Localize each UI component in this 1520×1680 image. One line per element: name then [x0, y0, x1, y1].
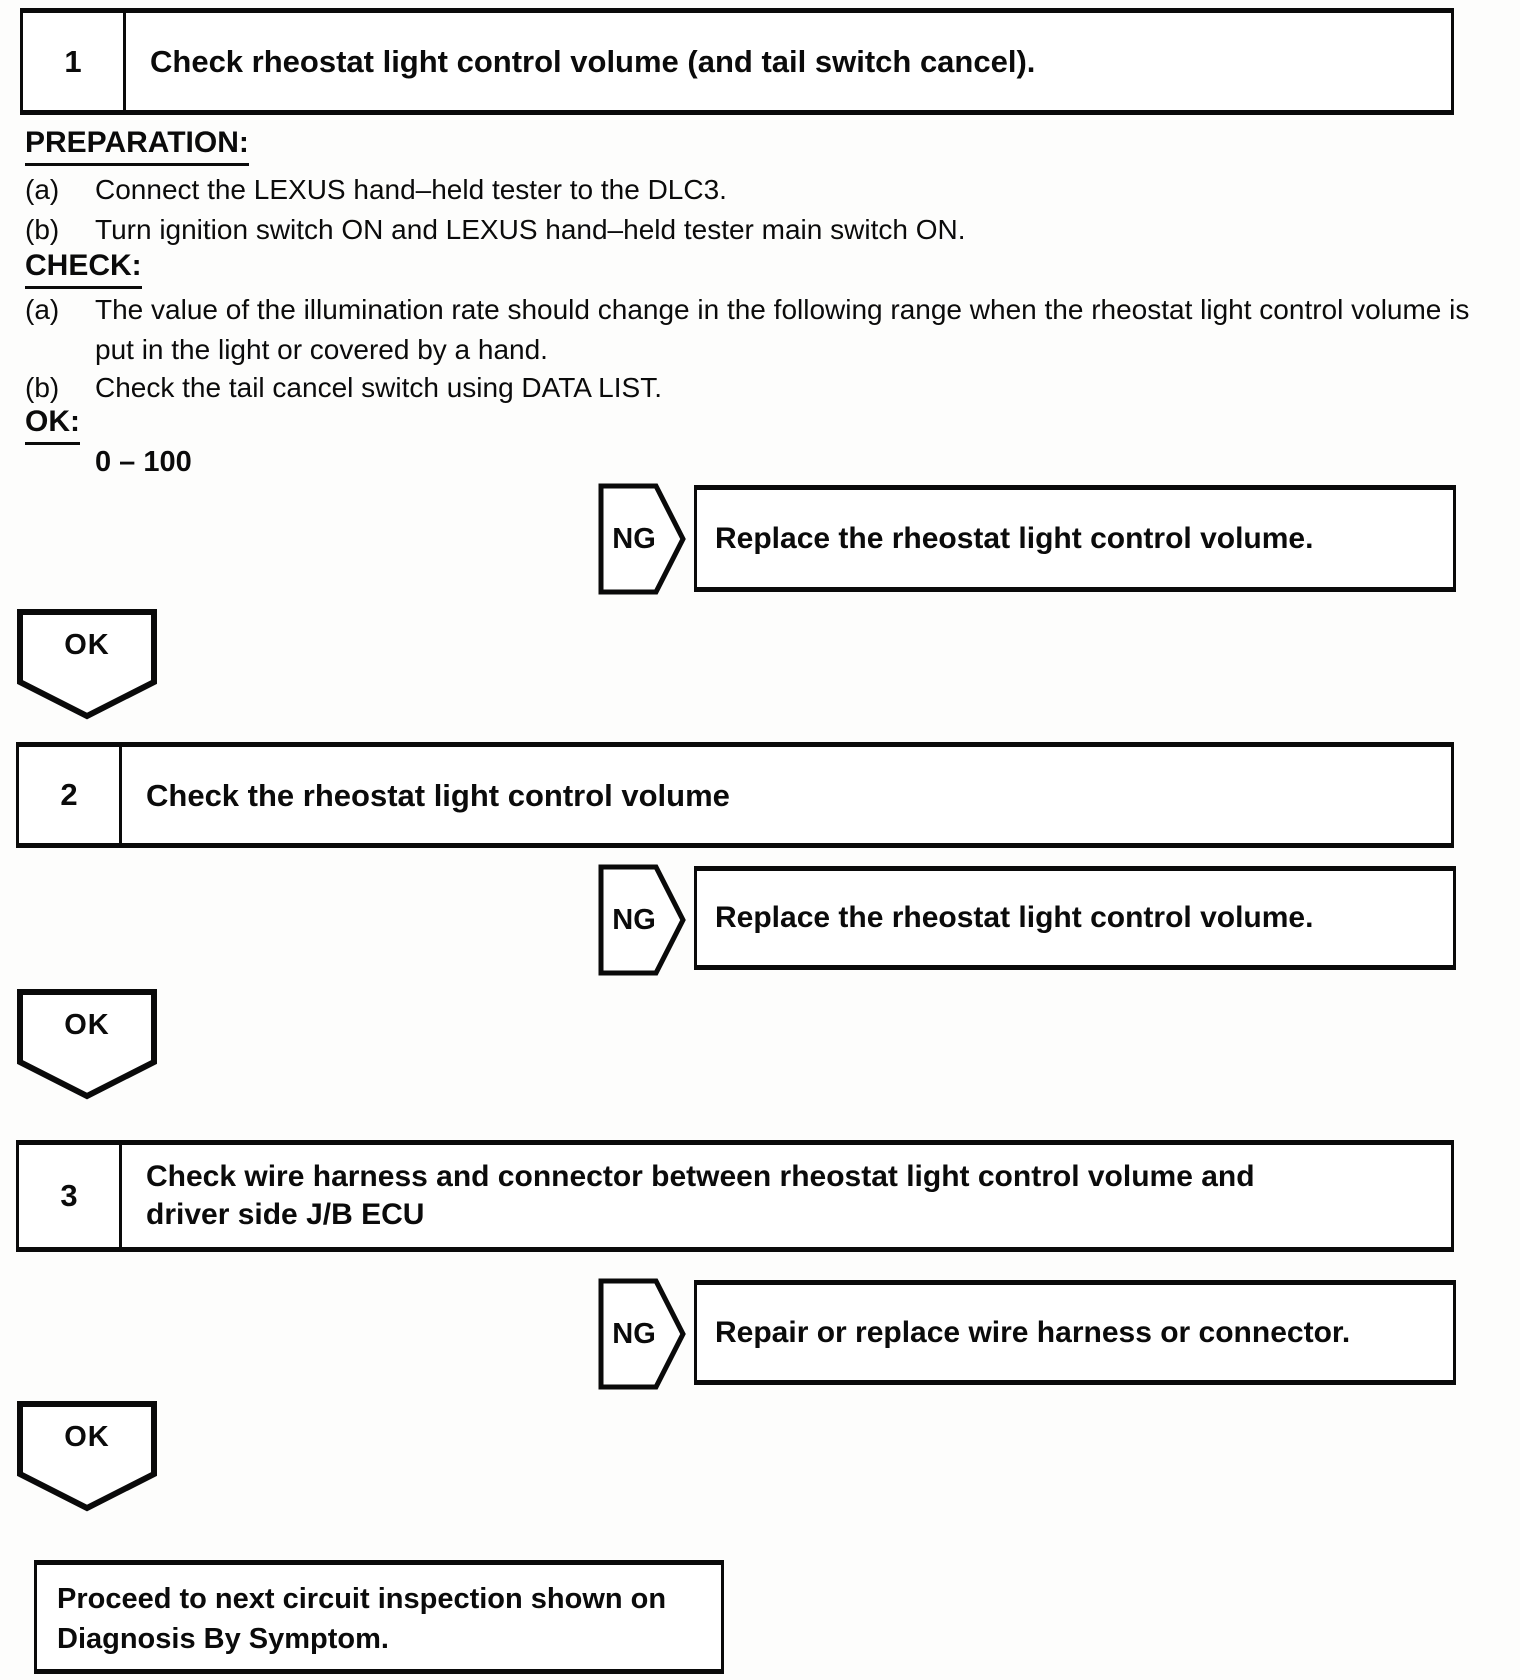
step-3-title: Check wire harness and connector between…	[122, 1145, 1362, 1247]
ok-arrow-icon	[17, 609, 157, 720]
ok-spec-value: 0 – 100	[95, 446, 192, 478]
step-2-title: Check the rheostat light control volume	[122, 747, 746, 843]
ng-branch-1-label: NG	[612, 522, 656, 555]
ok-connector-3: OK	[16, 1400, 158, 1512]
ok-connector-1-label: OK	[64, 628, 110, 661]
preparation-item-a-text: Connect the LEXUS hand–held tester to th…	[95, 174, 727, 205]
check-item-a: (a) The value of the illumination rate s…	[25, 290, 1480, 370]
ng-branch-3-action-text: Repair or replace wire harness or connec…	[715, 1315, 1351, 1349]
step-3-number: 3	[19, 1145, 122, 1247]
preparation-heading-text: PREPARATION:	[25, 126, 249, 166]
preparation-item-a: (a) Connect the LEXUS hand–held tester t…	[25, 170, 1425, 210]
ng-branch-1-action-text: Replace the rheostat light control volum…	[715, 521, 1314, 555]
check-item-a-label: (a)	[25, 294, 60, 325]
preparation-item-a-label: (a)	[25, 174, 60, 205]
check-item-b-label: (b)	[25, 372, 60, 403]
step-3-title-text: Check wire harness and connector between…	[146, 1160, 1255, 1231]
preparation-heading: PREPARATION:	[25, 126, 249, 166]
ok-connector-1: OK	[16, 608, 158, 720]
ok-arrow-icon	[17, 1401, 157, 1512]
ng-branch-3-label: NG	[612, 1317, 656, 1350]
check-heading-text: CHECK:	[25, 249, 142, 289]
ng-branch-2-action-text: Replace the rheostat light control volum…	[715, 901, 1314, 934]
ng-branch-3-arrow: NG	[598, 1278, 686, 1390]
check-item-b: (b) Check the tail cancel switch using D…	[25, 368, 1425, 408]
step-1-number: 1	[23, 13, 126, 110]
ng-branch-2-action: Replace the rheostat light control volum…	[694, 866, 1456, 970]
ng-branch-1-action: Replace the rheostat light control volum…	[694, 485, 1456, 592]
ng-arrow-icon	[598, 864, 686, 976]
check-item-b-text: Check the tail cancel switch using DATA …	[95, 372, 662, 403]
ok-connector-2-label: OK	[64, 1008, 110, 1041]
check-heading: CHECK:	[25, 249, 142, 289]
check-item-a-text: The value of the illumination rate shoul…	[95, 294, 1470, 365]
preparation-item-b: (b) Turn ignition switch ON and LEXUS ha…	[25, 210, 1425, 250]
ng-branch-2-label: NG	[612, 903, 656, 936]
ng-branch-3-action: Repair or replace wire harness or connec…	[694, 1280, 1456, 1385]
ok-connector-2: OK	[16, 988, 158, 1100]
step-1-box: 1 Check rheostat light control volume (a…	[20, 8, 1454, 115]
ok-spec-heading: OK:	[25, 405, 80, 445]
step-2-title-text: Check the rheostat light control volume	[146, 777, 730, 813]
step-1-title: Check rheostat light control volume (and…	[126, 13, 1051, 110]
proceed-line-1: Proceed to next circuit inspection shown…	[57, 1583, 667, 1615]
step-3-box: 3 Check wire harness and connector betwe…	[16, 1140, 1454, 1252]
step-2-number: 2	[19, 747, 122, 843]
preparation-item-b-label: (b)	[25, 214, 60, 245]
ok-arrow-icon	[17, 989, 157, 1100]
ok-spec-heading-text: OK:	[25, 405, 80, 445]
proceed-line-2: Diagnosis By Symptom.	[57, 1623, 389, 1655]
ok-connector-3-label: OK	[64, 1420, 110, 1453]
ng-arrow-icon	[598, 1278, 686, 1390]
preparation-item-b-text: Turn ignition switch ON and LEXUS hand–h…	[95, 214, 966, 245]
step-1-title-text: Check rheostat light control volume (and…	[150, 44, 1036, 79]
ng-branch-2-arrow: NG	[598, 864, 686, 976]
proceed-box: Proceed to next circuit inspection shown…	[34, 1560, 724, 1674]
ng-branch-1-arrow: NG	[598, 483, 686, 595]
step-2-box: 2 Check the rheostat light control volum…	[16, 742, 1454, 848]
ng-arrow-icon	[598, 483, 686, 595]
